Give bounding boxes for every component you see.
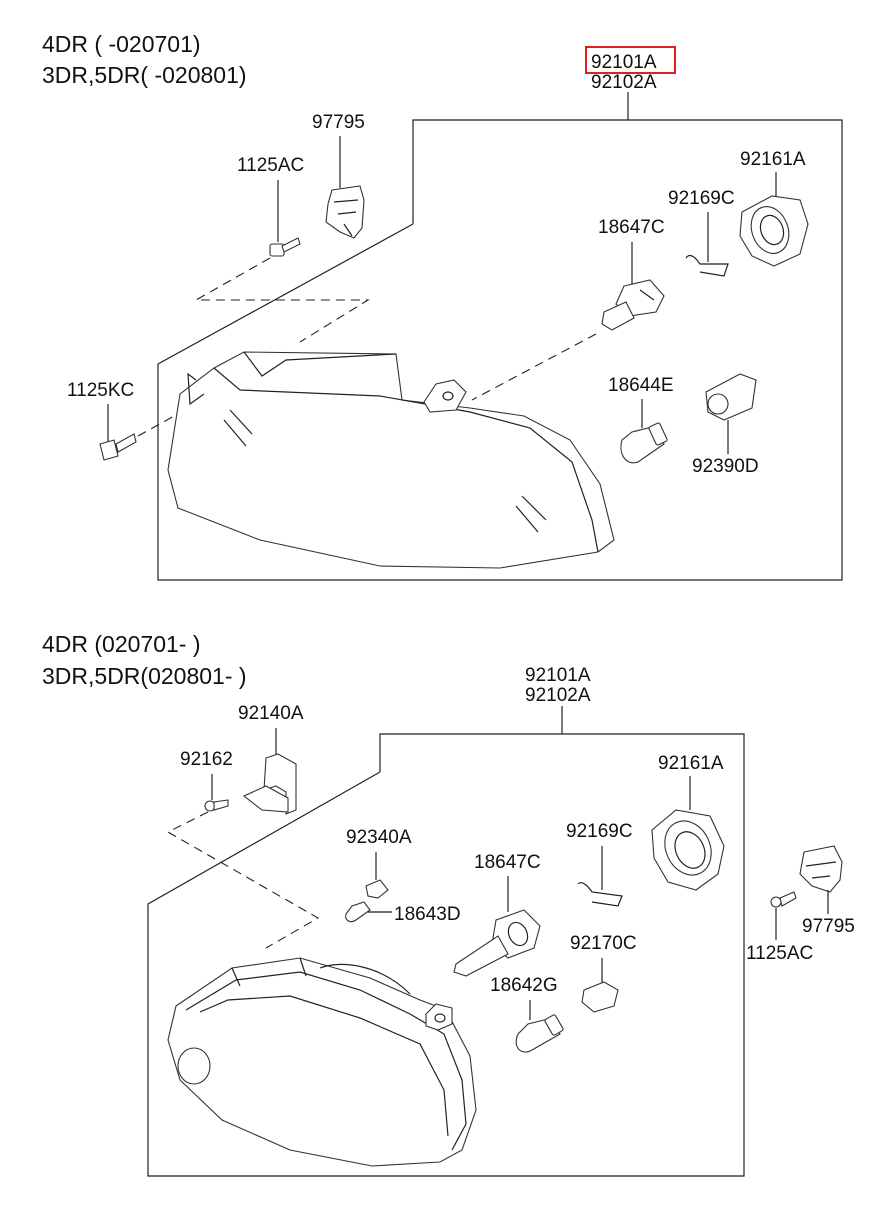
bottom-assembly-label-2[interactable]: 92102A (525, 685, 591, 706)
socket-cap-icon (739, 195, 809, 267)
connector-icon (799, 845, 843, 893)
top-label-92169C[interactable]: 92169C (668, 188, 735, 209)
top-dashed-guide (193, 257, 370, 343)
bulb-icon (620, 422, 668, 464)
screw-icon (269, 237, 301, 257)
socket-cap-icon (651, 809, 725, 891)
bottom-label-92161A[interactable]: 92161A (658, 753, 724, 774)
bottom-header-line1: 4DR (020701- ) (42, 631, 201, 657)
top-header-line2: 3DR,5DR( -020801) (42, 62, 247, 88)
bottom-label-18642G[interactable]: 18642G (490, 975, 558, 996)
bulb-icon (453, 909, 541, 977)
spring-clip-icon (577, 882, 623, 907)
bottom-assembly-label-1[interactable]: 92101A (525, 665, 591, 686)
screw-icon (99, 433, 137, 461)
top-header-line1: 4DR ( -020701) (42, 31, 201, 57)
top-label-92161A[interactable]: 92161A (740, 149, 806, 170)
top-section: 4DR ( -020701) 3DR,5DR( -020801) 92101A … (42, 31, 843, 581)
headlamp-housing-new (167, 957, 477, 1167)
top-dashed-guide (137, 403, 197, 437)
bulb-icon (601, 279, 665, 331)
bottom-dashed-guide (166, 811, 320, 949)
bottom-header-line2: 3DR,5DR(020801- ) (42, 663, 247, 689)
cap-icon (365, 879, 389, 899)
bottom-label-97795[interactable]: 97795 (802, 916, 855, 937)
bulb-icon (345, 901, 371, 923)
top-label-18647C[interactable]: 18647C (598, 217, 665, 238)
socket-icon (581, 981, 619, 1013)
bottom-label-92170C[interactable]: 92170C (570, 933, 637, 954)
screw-icon (770, 891, 797, 908)
top-assembly-frame (157, 119, 843, 581)
highlight-box (585, 46, 676, 74)
bracket-icon (242, 753, 297, 815)
connector-icon (325, 185, 365, 239)
top-label-92390D[interactable]: 92390D (692, 456, 759, 477)
headlamp-housing-old (167, 351, 615, 569)
top-dashed-guide (471, 333, 597, 401)
bottom-section: 4DR (020701- ) 3DR,5DR(020801- ) 92101A … (42, 631, 855, 1177)
top-label-97795[interactable]: 97795 (312, 112, 365, 133)
bottom-label-92162[interactable]: 92162 (180, 749, 233, 770)
top-assembly-label-2[interactable]: 92102A (591, 72, 657, 93)
bottom-label-18643D[interactable]: 18643D (394, 904, 461, 925)
top-label-18644E[interactable]: 18644E (608, 375, 674, 396)
screw-icon (204, 799, 229, 812)
bottom-label-92169C[interactable]: 92169C (566, 821, 633, 842)
top-label-1125AC[interactable]: 1125AC (237, 155, 304, 176)
socket-icon (705, 373, 757, 421)
bottom-label-92140A[interactable]: 92140A (238, 703, 304, 724)
bottom-label-92340A[interactable]: 92340A (346, 827, 412, 848)
top-label-1125KC[interactable]: 1125KC (67, 380, 134, 401)
bottom-assembly-frame (147, 733, 745, 1177)
bottom-label-1125AC[interactable]: 1125AC (746, 943, 813, 964)
spring-clip-icon (685, 254, 729, 277)
bottom-label-18647C[interactable]: 18647C (474, 852, 541, 873)
top-assembly-label-1[interactable]: 92101A (591, 52, 657, 73)
bulb-icon (515, 1014, 564, 1053)
